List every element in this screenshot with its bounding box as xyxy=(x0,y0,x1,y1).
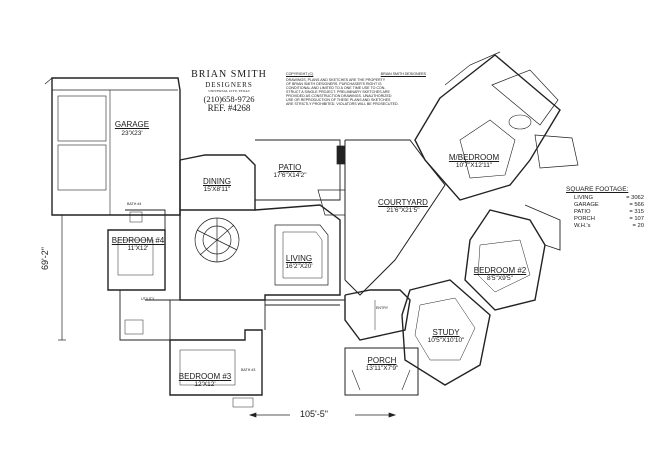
patio-decoration xyxy=(317,145,346,216)
room-courtyard-name: COURTYARD xyxy=(378,198,428,207)
sqft-row: LIVING = 3062 xyxy=(566,195,644,202)
sqft-value: = 107 xyxy=(629,216,644,222)
room-dining-dim: 15'X8'11" xyxy=(203,186,231,193)
designer-phone: (210)658-9726 xyxy=(203,93,255,104)
room-porch-dim: 13'11"X7'9" xyxy=(365,365,399,372)
copyright-label: COPYRIGHT (C) xyxy=(286,72,314,76)
bedroom4-walls xyxy=(107,209,166,291)
sqft-row: PATIO = 315 xyxy=(566,209,644,216)
sqft-label: W.H.'s xyxy=(574,223,591,229)
room-garage-dim: 23'X23' xyxy=(121,130,143,137)
sqft-row: GARAGE = 566 xyxy=(566,202,644,209)
room-bedroom2-name: BEDROOM #2 xyxy=(473,266,527,275)
room-living-name: LIVING xyxy=(285,254,313,263)
study-walls xyxy=(401,279,491,386)
room-study-name: STUDY xyxy=(432,328,460,337)
room-study-dim: 10'5"X10'10" xyxy=(427,337,465,344)
room-entry-name: ENTRY xyxy=(376,306,389,310)
room-mbedroom-dim: 10'7"X12'11" xyxy=(455,162,493,169)
courtyard-outline xyxy=(344,139,446,296)
sqft-value: = 20 xyxy=(632,223,644,229)
copyright-text-5: PROVIDED AS CONSTRUCTION DRAWINGS. UNAUT… xyxy=(286,94,392,98)
dining-walls xyxy=(179,154,256,215)
room-patio-dim: 17'6"X14'2" xyxy=(273,172,307,179)
copyright-block: COPYRIGHT (C) BRIAN SMITH DESIGNERS DRAW… xyxy=(286,72,426,106)
copyright-text-1: DRAWINGS, PLANS AND SKETCHES ARE THE PRO… xyxy=(286,78,386,82)
hall-walls xyxy=(265,299,345,306)
overall-depth-label: 69'-2" xyxy=(40,247,50,270)
room-bedroom4-name: BEDROOM #4 xyxy=(111,236,165,245)
room-living-dim: 16'2"X20' xyxy=(285,263,313,270)
sqft-row: PORCH = 107 xyxy=(566,216,644,223)
room-porch-name: PORCH xyxy=(367,356,397,365)
designer-name: BRIAN SMITH xyxy=(191,69,267,80)
room-patio-name: PATIO xyxy=(278,163,302,172)
copyright-text-2: OF BRIAN SMITH DESIGNERS. PURCHASER'S RI… xyxy=(286,82,382,86)
room-bath3-name: BATH #3 xyxy=(241,368,256,372)
designer-title-block: BRIAN SMITH DESIGNERS UNIVERSAL CITY, TE… xyxy=(186,69,272,114)
copyright-text-6: USE OR REPRODUCTION OF THESE PLANS AND S… xyxy=(286,98,391,102)
porch-walls xyxy=(344,347,419,396)
sqft-value: = 315 xyxy=(629,209,644,215)
sqft-value: = 3062 xyxy=(626,195,644,201)
room-bedroom4-dim: 11'X12' xyxy=(127,245,149,252)
room-bedroom3-dim: 12'X12' xyxy=(194,381,216,388)
patio-outline xyxy=(255,139,341,201)
copyright-owner: BRIAN SMITH DESIGNERS xyxy=(380,72,426,76)
room-dining-name: DINING xyxy=(203,177,231,186)
sqft-label: LIVING xyxy=(574,195,594,201)
square-footage-title: SQUARE FOOTAGE: xyxy=(566,186,629,193)
master-wing-walls xyxy=(414,51,579,201)
bedroom2-walls xyxy=(464,204,561,311)
designer-address: UNIVERSAL CITY, TEXAS xyxy=(208,88,250,93)
dimension-lines xyxy=(58,214,397,418)
designer-ref: REF. #4268 xyxy=(207,103,251,114)
room-utility-name: UTILITY xyxy=(141,297,155,301)
sqft-value: = 566 xyxy=(629,202,644,208)
overall-width-label: 105'-5" xyxy=(300,409,328,419)
copyright-text-3: CONDITIONAL AND LIMITED TO A ONE TIME US… xyxy=(286,86,386,90)
sqft-label: PATIO xyxy=(574,209,591,215)
entry-walls xyxy=(344,289,411,341)
sqft-row: W.H.'s = 20 xyxy=(566,223,644,230)
central-walls xyxy=(179,204,341,301)
sqft-label: GARAGE xyxy=(574,202,599,208)
room-mbedroom-name: M/BEDROOM xyxy=(448,153,500,162)
square-footage-table: SQUARE FOOTAGE: LIVING = 3062 GARAGE = 5… xyxy=(566,186,644,230)
rotunda-stairs xyxy=(194,217,240,263)
room-bedroom3-name: BEDROOM #3 xyxy=(178,372,232,381)
copyright-text-4: STRUCT A SINGLE PROJECT. PRELIMINARY SKE… xyxy=(286,90,390,94)
bedroom3-walls xyxy=(169,299,266,408)
garage-walls xyxy=(44,77,181,216)
room-courtyard-dim: 21'6"X21'5" xyxy=(386,207,420,214)
room-garage-name: GARAGE xyxy=(114,120,150,129)
sqft-label: PORCH xyxy=(574,216,595,222)
room-bedroom2-dim: 8'5"X9'5" xyxy=(487,275,513,282)
designer-subtitle: DESIGNERS xyxy=(205,80,253,89)
copyright-text-7: ARE STRICTLY PROHIBITED. VIOLATORS WILL … xyxy=(286,102,399,106)
room-bath4-name: BATH #4 xyxy=(127,202,142,206)
